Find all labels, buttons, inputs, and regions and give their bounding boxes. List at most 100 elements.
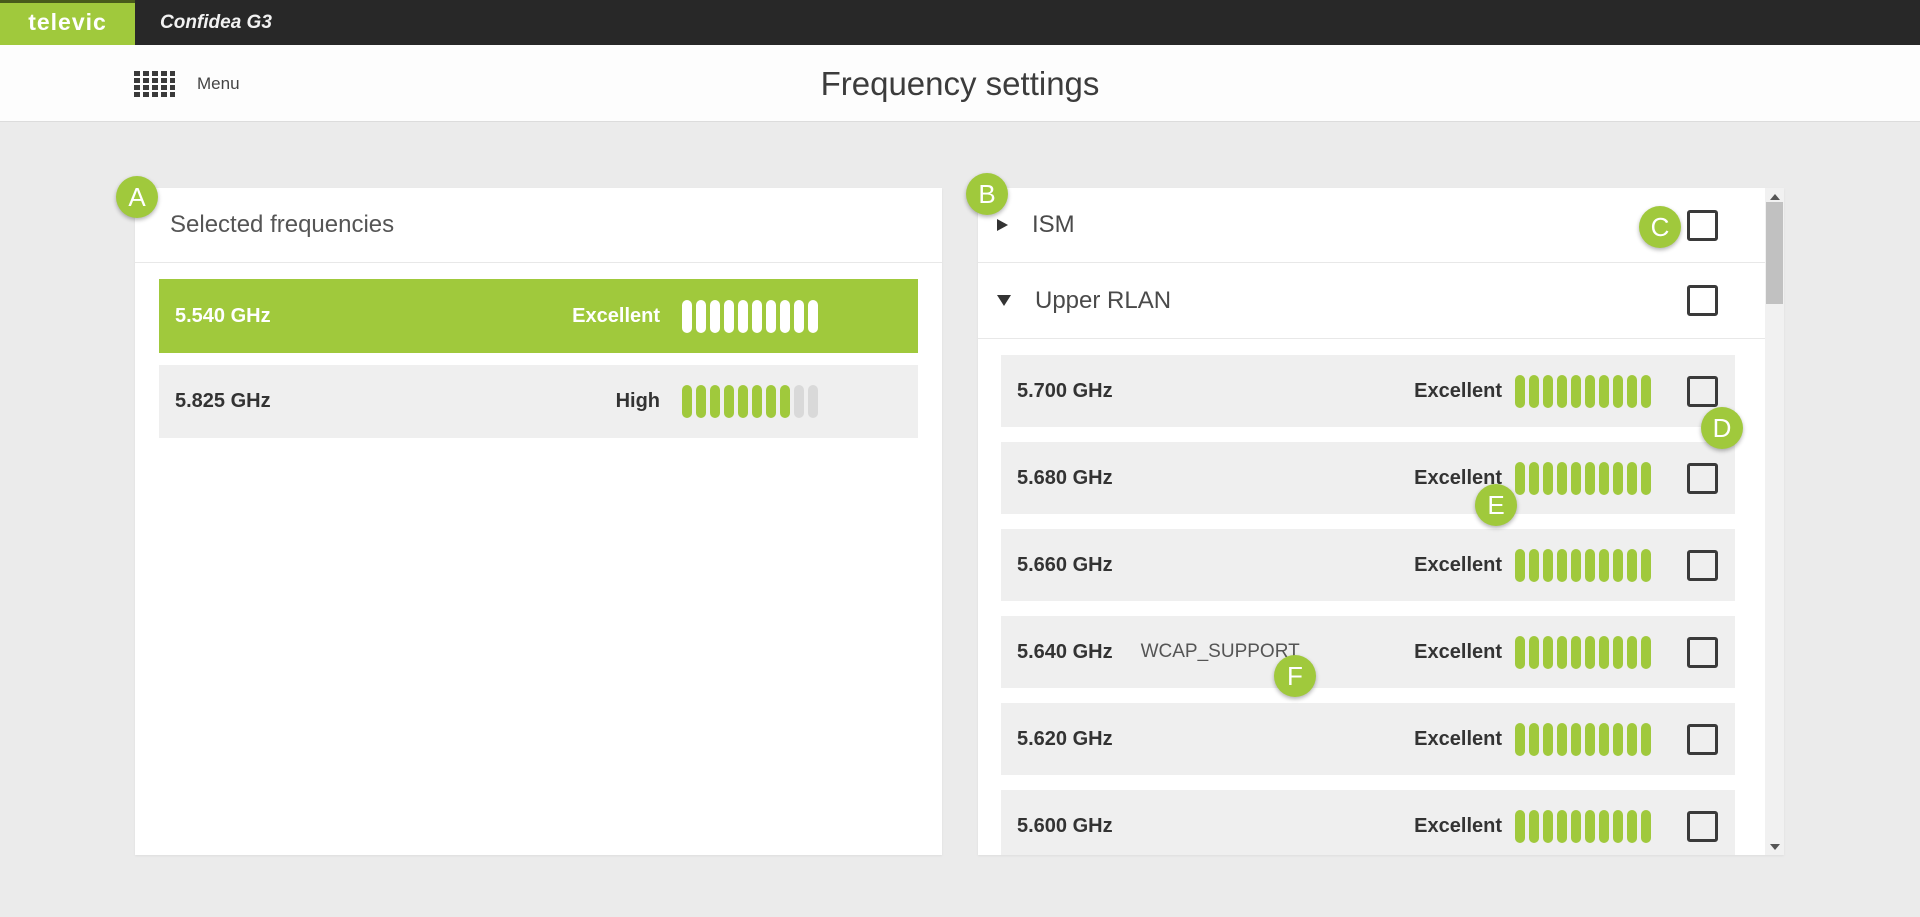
signal-bar [1529, 722, 1539, 756]
frequency-tag: WCAP_SUPPORT [1140, 641, 1300, 662]
menu-grid-icon [134, 70, 175, 97]
scrollbar-thumb[interactable] [1766, 202, 1783, 304]
signal-bar [1543, 374, 1553, 408]
signal-bar [1627, 635, 1637, 669]
signal-bar [1641, 809, 1651, 843]
signal-bar [1529, 635, 1539, 669]
scrollbar[interactable] [1765, 188, 1784, 855]
expand-icon[interactable] [997, 219, 1008, 231]
frequency-checkbox[interactable] [1687, 549, 1718, 581]
frequency-label: 5.600 GHz [1017, 814, 1113, 837]
signal-bar [1515, 722, 1525, 756]
signal-bar [1613, 809, 1623, 843]
signal-bars [1515, 461, 1651, 495]
signal-bar [1557, 722, 1567, 756]
signal-bar [1515, 635, 1525, 669]
frequency-label: 5.640 GHz [1017, 640, 1113, 663]
signal-bar [1529, 548, 1539, 582]
annotation-badge-b: B [966, 173, 1008, 215]
frequency-row[interactable]: 5.660 GHz Excellent [1001, 529, 1735, 601]
signal-bar [794, 299, 804, 333]
product-name: Confidea G3 [160, 11, 272, 33]
signal-bars [1515, 374, 1651, 408]
signal-bar [1599, 548, 1609, 582]
signal-bar [1599, 461, 1609, 495]
group-row-upper-rlan[interactable]: Upper RLAN [978, 263, 1765, 339]
signal-bar [1557, 809, 1567, 843]
signal-bar [1557, 461, 1567, 495]
signal-bar [710, 385, 720, 418]
frequency-checkbox[interactable] [1687, 636, 1718, 668]
signal-bars [1515, 722, 1651, 756]
signal-bar [1599, 722, 1609, 756]
scrollbar-down-button[interactable] [1765, 838, 1784, 855]
group-checkbox[interactable] [1687, 285, 1718, 316]
selected-frequency-row[interactable]: 5.540 GHz Excellent [159, 279, 918, 353]
signal-bar [724, 299, 734, 333]
televic-logo: televic [0, 0, 135, 45]
group-label: Upper RLAN [1035, 286, 1172, 314]
group-row-ism[interactable]: ISM [978, 188, 1765, 263]
signal-bar [1613, 461, 1623, 495]
group-label: ISM [1032, 211, 1075, 238]
signal-bar [696, 385, 706, 418]
frequency-row[interactable]: 5.680 GHz Excellent [1001, 442, 1735, 514]
frequency-checkbox[interactable] [1687, 810, 1718, 842]
signal-bar [1627, 722, 1637, 756]
quality-label: High [615, 390, 660, 412]
signal-bar [1613, 635, 1623, 669]
signal-bar [766, 385, 776, 418]
page-header: Frequency settings Menu [0, 45, 1920, 122]
scrollbar-up-button[interactable] [1765, 188, 1784, 205]
frequency-label: 5.660 GHz [1017, 553, 1113, 576]
signal-bar [808, 299, 818, 333]
frequency-checkbox[interactable] [1687, 375, 1718, 407]
signal-bar [1599, 374, 1609, 408]
signal-bar [1585, 722, 1595, 756]
selected-frequencies-panel: Selected frequencies 5.540 GHz Excellent… [135, 188, 942, 855]
collapse-icon[interactable] [997, 295, 1011, 306]
available-frequencies-panel: ISM Upper RLAN 5.700 GHz Excellent [978, 188, 1784, 855]
signal-bar [696, 299, 706, 333]
top-bar: televic Confidea G3 [0, 0, 1920, 45]
signal-bar [738, 299, 748, 333]
signal-bar [794, 385, 804, 418]
frequency-row[interactable]: 5.620 GHz Excellent [1001, 703, 1735, 775]
page-title: Frequency settings [820, 64, 1100, 102]
frequency-label: 5.540 GHz [175, 304, 271, 327]
group-checkbox[interactable] [1687, 209, 1718, 241]
signal-bar [1571, 722, 1581, 756]
annotation-badge-a: A [116, 176, 158, 218]
signal-bar [1571, 374, 1581, 408]
signal-bar [780, 299, 790, 333]
frequency-row[interactable]: 5.700 GHz Excellent [1001, 355, 1735, 427]
brand-text: televic [28, 9, 107, 35]
signal-bar [682, 299, 692, 333]
signal-bar [1543, 809, 1553, 843]
quality-label: Excellent [1414, 727, 1502, 750]
signal-bar [1557, 548, 1567, 582]
menu-button[interactable]: Menu [134, 66, 240, 102]
frequency-label: 5.680 GHz [1017, 466, 1113, 489]
frequency-checkbox[interactable] [1687, 462, 1718, 494]
signal-bars [1515, 548, 1651, 582]
signal-bar [1585, 635, 1595, 669]
signal-bar [1543, 461, 1553, 495]
frequency-row[interactable]: 5.640 GHz WCAP_SUPPORT Excellent [1001, 616, 1735, 688]
signal-bar [1529, 374, 1539, 408]
frequency-row[interactable]: 5.600 GHz Excellent [1001, 790, 1735, 855]
signal-bar [1627, 374, 1637, 408]
annotation-badge-c: C [1639, 206, 1681, 248]
signal-bar [1529, 809, 1539, 843]
signal-bar [1613, 548, 1623, 582]
frequency-checkbox[interactable] [1687, 723, 1718, 755]
signal-bar [1571, 548, 1581, 582]
quality-label: Excellent [1414, 379, 1502, 402]
selected-frequency-row[interactable]: 5.825 GHz High [159, 365, 918, 438]
signal-bar [1641, 548, 1651, 582]
menu-label: Menu [197, 74, 240, 93]
signal-bar [724, 385, 734, 418]
signal-bar [1543, 722, 1553, 756]
signal-bar [1585, 374, 1595, 408]
